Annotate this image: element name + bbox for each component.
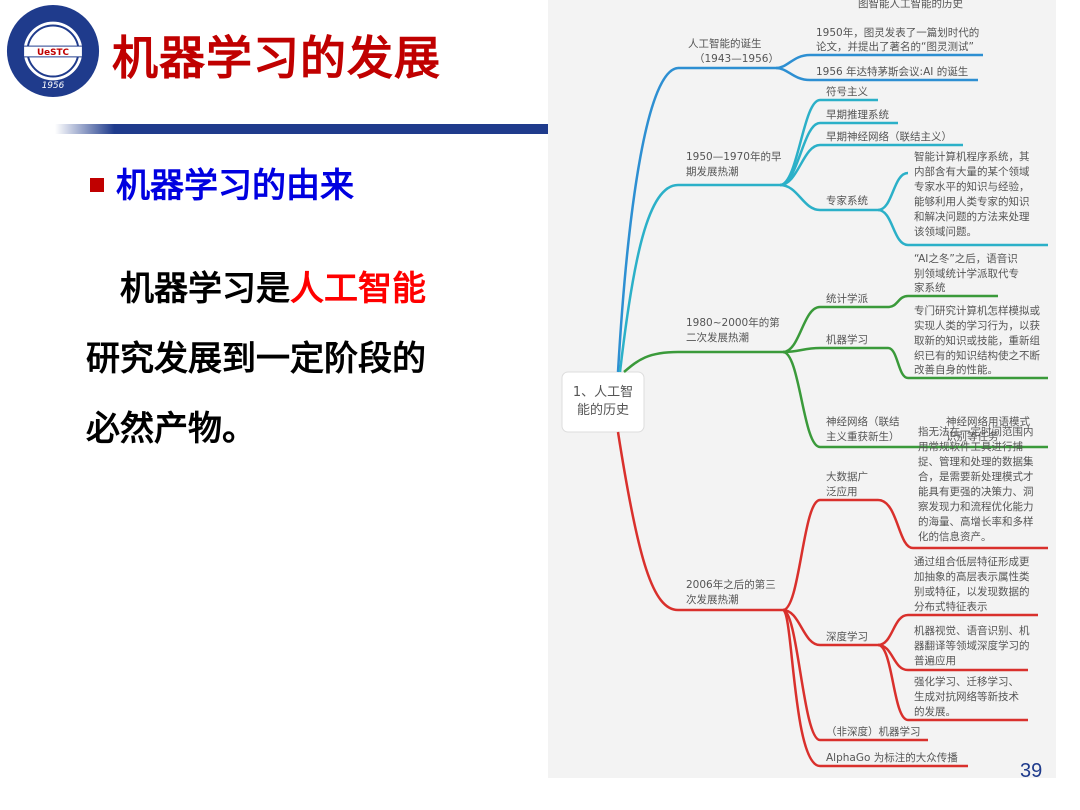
stats-desc-2: 别领域统计学派取代专 — [914, 267, 1019, 280]
bigdata-desc-3: 捉、管理和处理的数据集 — [918, 455, 1034, 468]
bigdata-desc-4: 合，是需要新处理模式才 — [918, 470, 1034, 483]
ml-desc-4: 织已有的知识结构使之不断 — [914, 349, 1040, 362]
statistics-school: 统计学派 — [826, 292, 868, 305]
body-text-1: 机器学习是 — [120, 269, 290, 309]
neural-net-revival-1: 神经网络（联结 — [826, 415, 900, 428]
branch-second-lines — [623, 294, 1048, 449]
neural-net-revival-2: 主义重获新生） — [826, 430, 900, 443]
root-node-box — [561, 371, 645, 433]
dl-desc1-3: 别或特征，以发现数据的 — [914, 585, 1030, 598]
dl-desc1-1: 通过组合低层特征形成更 — [914, 555, 1030, 568]
dl-desc2-1: 机器视觉、语音识别、机 — [914, 624, 1030, 637]
big-data-node-2: 泛应用 — [826, 485, 858, 498]
birth-node-1-line-2: 论文，并提出了著名的“图灵测试” — [816, 40, 974, 53]
page-number: 39 — [1020, 760, 1043, 782]
stats-desc-1: “AI之冬”之后，语音识 — [914, 252, 1018, 265]
big-data-node-1: 大数据广 — [826, 470, 868, 483]
dl-desc1-2: 加抽象的高层表示属性类 — [914, 570, 1030, 583]
expert-desc-3: 专家水平的知识与经验， — [914, 180, 1030, 193]
branch-birth-lines — [616, 53, 983, 373]
branch-birth-label-2: （1943—1956） — [694, 53, 779, 65]
slide-subtitle: 机器学习的由来 — [116, 166, 354, 206]
body-line-1: 机器学习是人工智能 — [86, 254, 526, 324]
slide-body: 机器学习是人工智能 研究发展到一定阶段的 必然产物。 — [86, 254, 526, 464]
body-line-3: 必然产物。 — [86, 409, 256, 449]
bigdata-desc-7: 的海量、高增长率和多样 — [918, 515, 1034, 528]
branch-second-label-2: 二次发展热潮 — [686, 331, 749, 344]
dl-desc2-2: 器翻译等领域深度学习的 — [914, 639, 1030, 652]
dl-desc3-3: 的发展。 — [914, 705, 956, 718]
branch-early-label-1: 1950—1970年的早 — [686, 150, 782, 163]
slide-title: 机器学习的发展 — [112, 31, 441, 85]
early-symbolism: 符号主义 — [826, 85, 868, 98]
title-underline-bar — [55, 124, 550, 134]
branch-early-label-2: 期发展热潮 — [686, 165, 739, 178]
ml-desc-1: 专门研究计算机怎样模拟或 — [914, 304, 1040, 317]
nn-desc-1: 神经网络用语模式 — [946, 415, 1030, 428]
nn-desc-2: 识别等任务 — [946, 430, 999, 443]
bigdata-desc-2: 用常规软件工具进行捕 — [918, 440, 1023, 453]
expert-system: 专家系统 — [826, 194, 868, 207]
root-label-1: 1、人工智 — [573, 385, 633, 400]
dl-desc3-1: 强化学习、迁移学习、 — [914, 675, 1019, 688]
branch-third-lines — [616, 431, 1048, 768]
branch-third-label-2: 次发展热潮 — [686, 593, 739, 606]
expert-desc-4: 能够利用人类专家的知识 — [914, 195, 1030, 208]
logo-year: 1956 — [42, 81, 65, 91]
early-reasoning: 早期推理系统 — [826, 108, 889, 121]
early-neural-net: 早期神经网络（联结主义） — [826, 130, 952, 143]
branch-birth-label-1: 人工智能的诞生 — [688, 37, 762, 50]
bigdata-desc-1: 指无法在一定时间范围内 — [918, 425, 1034, 438]
dl-desc3-2: 生成对抗网络等新技术 — [914, 690, 1019, 703]
logo-abbr: UeSTC — [37, 48, 69, 58]
non-deep-ml-node: （非深度）机器学习 — [826, 725, 921, 738]
dl-desc1-4: 分布式特征表示 — [914, 600, 988, 613]
branch-early-lines — [618, 98, 1048, 373]
bullet-square-icon — [90, 178, 104, 192]
deep-learning-node: 深度学习 — [826, 630, 868, 643]
expert-desc-6: 该领域问题。 — [914, 225, 977, 238]
bigdata-desc-8: 化的信息资产。 — [918, 530, 992, 543]
stats-desc-3: 家系统 — [914, 281, 946, 294]
expert-desc-1: 智能计算机程序系统，其 — [914, 150, 1030, 163]
mindmap-header: 图智能人工智能的历史 — [858, 0, 963, 10]
university-logo: UeSTC 1956 — [6, 4, 100, 98]
birth-node-1-line-1: 1950年，图灵发表了一篇划时代的 — [816, 26, 979, 39]
bigdata-desc-6: 察发现力和流程优化能力 — [918, 500, 1034, 513]
ai-history-mindmap: 图智能人工智能的历史 1、人工智 能的历史 人工智能的诞生 （1943—1956… — [548, 0, 1056, 778]
ml-desc-5: 改善自身的性能。 — [914, 363, 998, 376]
root-label-2: 能的历史 — [577, 402, 629, 418]
machine-learning-node: 机器学习 — [826, 333, 868, 346]
expert-desc-2: 内部含有大量的某个领域 — [914, 165, 1030, 178]
dl-desc2-3: 普遍应用 — [914, 654, 956, 667]
ml-desc-3: 取新的知识或技能，重新组 — [914, 334, 1040, 347]
alphago-node: AlphaGo 为标注的大众传播 — [826, 751, 958, 764]
body-highlight: 人工智能 — [290, 269, 426, 309]
birth-node-2: 1956 年达特茅斯会议:AI 的诞生 — [816, 65, 968, 78]
bigdata-desc-5: 能具有更强的决策力、洞 — [918, 485, 1034, 498]
expert-desc-5: 和解决问题的方法来处理 — [914, 210, 1030, 223]
branch-second-label-1: 1980~2000年的第 — [686, 316, 780, 329]
body-line-2: 研究发展到一定阶段的 — [86, 339, 426, 379]
ml-desc-2: 实现人类的学习行为，以获 — [914, 319, 1040, 332]
branch-third-label-1: 2006年之后的第三 — [686, 578, 776, 591]
mindmap-svg: 图智能人工智能的历史 1、人工智 能的历史 人工智能的诞生 （1943—1956… — [561, 0, 1048, 768]
